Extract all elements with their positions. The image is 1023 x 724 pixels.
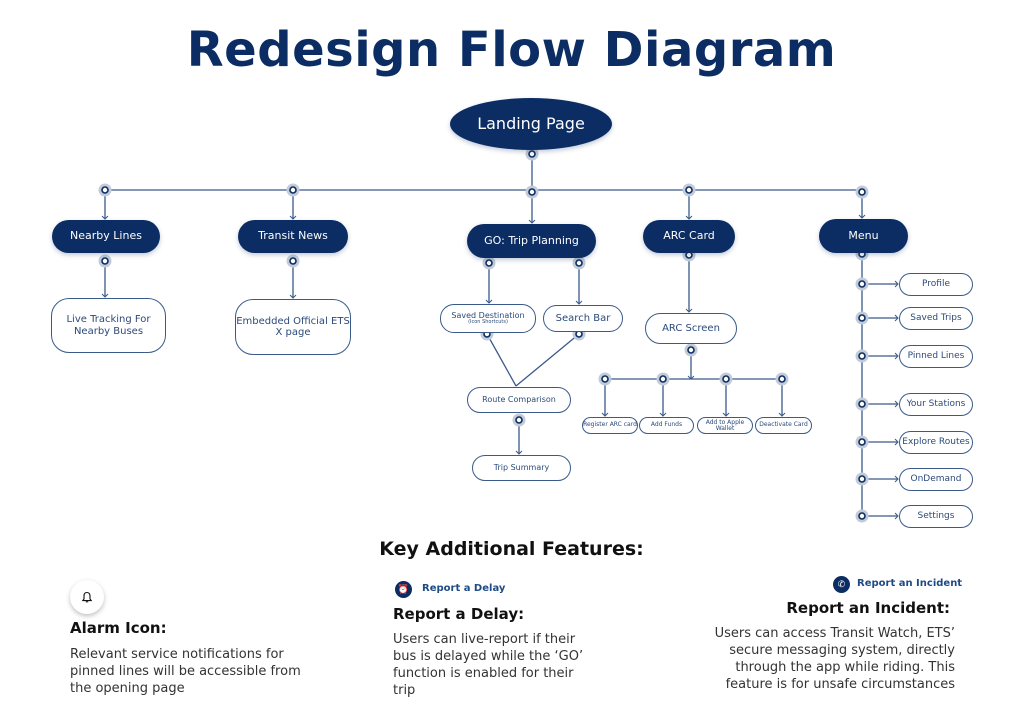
menu-item-profile[interactable]: Profile [899, 273, 973, 296]
connection-dot [855, 435, 869, 449]
menu-item-your-stations[interactable]: Your Stations [899, 393, 973, 416]
connection-dot [719, 372, 733, 386]
bell-icon [81, 591, 93, 602]
alarm-feature-title: Alarm Icon: [70, 619, 167, 637]
node-embedded-ets-x[interactable]: Embedded Official ETS X page [235, 299, 351, 355]
connector-line [486, 333, 517, 387]
connection-dot [682, 183, 696, 197]
node-register-arc-card[interactable]: Register ARC card [582, 417, 638, 434]
page-title: Redesign Flow Diagram [186, 22, 837, 78]
menu-item-explore-routes[interactable]: Explore Routes [899, 431, 973, 454]
node-saved-destination[interactable]: Saved Destination (Icon Shortcuts) [440, 304, 536, 333]
node-route-comparison[interactable]: Route Comparison [467, 387, 571, 413]
node-add-to-apple-wallet[interactable]: Add to Apple Wallet [697, 417, 753, 434]
node-transit-news[interactable]: Transit News [238, 220, 348, 253]
report-incident-badge[interactable]: Report an Incident [857, 578, 963, 589]
node-nearby-lines[interactable]: Nearby Lines [52, 220, 160, 253]
connection-dot [98, 183, 112, 197]
incident-feature-text: Users can access Transit Watch, ETS’ sec… [714, 626, 955, 692]
connection-dot [855, 349, 869, 363]
connection-dot [512, 413, 526, 427]
connection-dot [855, 185, 869, 199]
delay-feature-text: Users can live-report if their bus is de… [393, 632, 584, 698]
connection-dot [98, 254, 112, 268]
connection-dot [286, 254, 300, 268]
node-menu[interactable]: Menu [819, 219, 908, 253]
connection-dot [482, 256, 496, 270]
connection-dot [525, 147, 539, 161]
connection-dot [656, 372, 670, 386]
incident-feature-title: Report an Incident: [786, 599, 950, 617]
delay-feature-title: Report a Delay: [393, 605, 525, 623]
report-delay-badge[interactable]: Report a Delay [422, 583, 506, 594]
menu-item-ondemand[interactable]: OnDemand [899, 468, 973, 491]
saved-destination-label: Saved Destination [451, 311, 525, 321]
connector-line [515, 333, 580, 387]
node-search-bar[interactable]: Search Bar [543, 305, 623, 332]
alarm-button[interactable] [70, 580, 104, 614]
node-add-funds[interactable]: Add Funds [639, 417, 694, 434]
key-features-heading: Key Additional Features: [379, 538, 644, 560]
connection-dot [855, 311, 869, 325]
connection-dot [855, 472, 869, 486]
connection-dot [525, 185, 539, 199]
connection-dot [855, 277, 869, 291]
node-arc-card[interactable]: ARC Card [643, 220, 735, 253]
node-go-trip-planning[interactable]: GO: Trip Planning [467, 224, 596, 258]
node-live-tracking[interactable]: Live Tracking For Nearby Buses [51, 298, 166, 353]
node-landing-page[interactable]: Landing Page [450, 98, 612, 150]
node-trip-summary[interactable]: Trip Summary [472, 455, 571, 481]
alarm-clock-icon: ⏰ [395, 581, 412, 598]
connection-dot [684, 343, 698, 357]
connection-dot [855, 397, 869, 411]
connection-dot [775, 372, 789, 386]
node-deactivate-card[interactable]: Deactivate Card [755, 417, 812, 434]
menu-item-settings[interactable]: Settings [899, 505, 973, 528]
connection-dot [855, 509, 869, 523]
alarm-feature-text: Relevant service notifications for pinne… [70, 647, 301, 696]
saved-destination-sublabel: (Icon Shortcuts) [468, 319, 508, 326]
phone-icon: ✆ [833, 576, 850, 593]
node-arc-screen[interactable]: ARC Screen [645, 313, 737, 344]
connection-dot [598, 372, 612, 386]
connection-dot [572, 256, 586, 270]
menu-item-saved-trips[interactable]: Saved Trips [899, 307, 973, 330]
connection-dot [286, 183, 300, 197]
menu-item-pinned-lines[interactable]: Pinned Lines [899, 345, 973, 368]
